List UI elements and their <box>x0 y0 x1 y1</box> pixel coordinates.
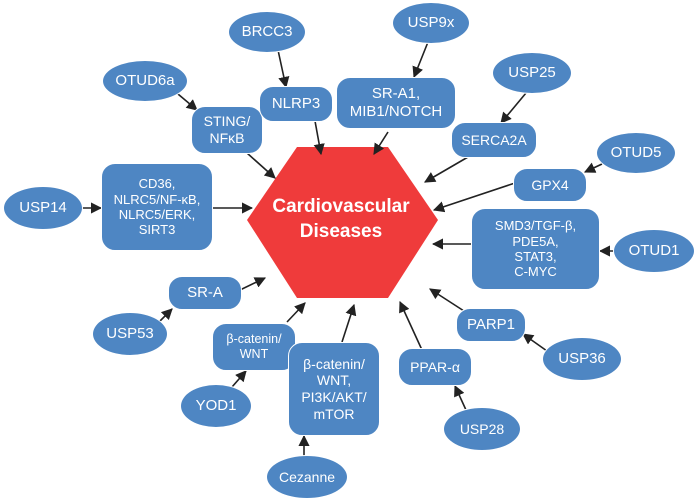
edge-brcc3-nlrp3 <box>277 49 290 89</box>
node-otud6a-label: OTUD6a <box>115 72 175 90</box>
edge-usp9x-sra1 <box>412 41 429 79</box>
node-sr-a: SR-A <box>168 276 242 310</box>
node-sting: STING/ NFκB <box>191 106 263 154</box>
node-otud6a: OTUD6a <box>102 60 188 102</box>
node-cd36-label: CD36, NLRC5/NF-κB, NLRC5/ERK, SIRT3 <box>113 176 201 238</box>
node-cezanne: Cezanne <box>266 455 348 499</box>
node-sr-a1-label: SR-A1, MIB1/NOTCH <box>349 85 443 120</box>
hub-label: Cardiovascular Diseases <box>272 196 410 242</box>
edge-usp36-parp1 <box>522 333 548 352</box>
edge-ppara-hub <box>399 300 423 351</box>
node-ppar-alpha-label: PPAR-α <box>410 358 460 375</box>
node-usp53-label: USP53 <box>106 325 154 343</box>
node-yod1: YOD1 <box>180 384 252 428</box>
edge-parp1-hub <box>429 288 465 312</box>
edge-bcat-small-hub <box>286 302 306 323</box>
edge-nlrp3-hub <box>313 120 325 156</box>
node-gpx4-label: GPX4 <box>531 176 569 193</box>
node-ppar-alpha: PPAR-α <box>398 348 472 386</box>
node-gpx4: GPX4 <box>513 168 587 202</box>
node-parp1-label: PARP1 <box>466 316 516 334</box>
node-sr-a1: SR-A1, MIB1/NOTCH <box>336 77 456 129</box>
node-sting-label: STING/ NFκB <box>203 113 251 146</box>
node-cd36: CD36, NLRC5/NF-κB, NLRC5/ERK, SIRT3 <box>101 163 213 251</box>
node-smd3: SMD3/TGF-β, PDE5A, STAT3, C-MYC <box>471 208 600 290</box>
node-beta-catenin-wnt: β-catenin/ WNT <box>212 323 296 371</box>
node-usp25-label: USP25 <box>508 64 556 82</box>
edge-bcat-big-hub <box>341 303 357 343</box>
node-parp1: PARP1 <box>456 308 526 342</box>
hub-hexagon <box>247 147 438 298</box>
node-otud5: OTUD5 <box>596 132 676 174</box>
node-smd3-label: SMD3/TGF-β, PDE5A, STAT3, C-MYC <box>494 218 577 280</box>
node-usp36-label: USP36 <box>558 350 606 368</box>
node-usp28: USP28 <box>443 407 521 451</box>
node-beta-catenin-pi3k: β-catenin/ WNT, PI3K/AKT/ mTOR <box>288 342 380 436</box>
node-brcc3-label: BRCC3 <box>241 23 293 41</box>
node-otud1-label: OTUD1 <box>628 242 680 260</box>
node-usp53: USP53 <box>92 312 168 356</box>
edge-yod1-bcat-small <box>231 370 247 388</box>
node-beta-catenin-wnt-label: β-catenin/ WNT <box>226 332 282 361</box>
node-serca2a: SERCA2A <box>451 122 537 158</box>
node-usp9x-label: USP9x <box>407 14 455 32</box>
edge-otud5-gpx4 <box>583 162 603 173</box>
node-nlrp3: NLRP3 <box>259 86 333 122</box>
edge-usp25-serca2a <box>500 92 527 124</box>
node-usp36: USP36 <box>542 337 622 381</box>
node-beta-catenin-pi3k-label: β-catenin/ WNT, PI3K/AKT/ mTOR <box>301 355 367 422</box>
edge-sting-hub <box>246 152 276 179</box>
node-usp25: USP25 <box>492 52 572 94</box>
edge-serca2a-hub <box>424 156 469 183</box>
node-yod1-label: YOD1 <box>195 397 237 415</box>
node-usp14: USP14 <box>3 186 83 230</box>
node-usp14-label: USP14 <box>19 199 67 217</box>
edge-gpx4-hub <box>432 182 516 213</box>
edge-sra1-hub <box>373 131 389 155</box>
node-usp28-label: USP28 <box>459 420 505 437</box>
node-brcc3: BRCC3 <box>228 11 306 53</box>
edge-usp28-ppara <box>454 384 467 411</box>
node-otud5-label: OTUD5 <box>610 144 662 162</box>
edge-sra-hub <box>239 277 267 291</box>
node-cezanne-label: Cezanne <box>278 468 336 485</box>
node-sr-a-label: SR-A <box>187 284 223 302</box>
node-otud1: OTUD1 <box>613 229 695 273</box>
node-usp9x: USP9x <box>392 2 470 44</box>
node-serca2a-label: SERCA2A <box>461 131 527 148</box>
node-nlrp3-label: NLRP3 <box>271 95 321 113</box>
